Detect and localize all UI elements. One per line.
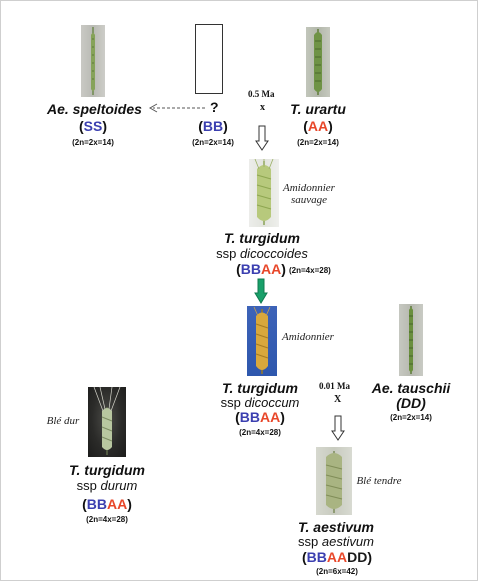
genome-paren: ): [223, 118, 228, 134]
genome-paren: ): [280, 409, 285, 425]
hollow-arrow-down-1: [255, 125, 269, 151]
speltoides-name: Ae. speltoides: [47, 101, 142, 117]
dicoccum-ploidy: (2n=4x=28): [239, 428, 281, 437]
dicoccum-ssp-word: ssp: [220, 395, 241, 410]
unknown-donor-placeholder-box: [195, 24, 223, 94]
durum-genome: (BBAA): [79, 497, 135, 512]
dicoccoides-ssp-name: dicoccoides: [239, 246, 308, 261]
speltoides-ear-photo: [81, 25, 105, 97]
genome-letters-B: BB: [306, 549, 327, 565]
hollow-arrow-down-2: [331, 415, 345, 441]
durum-ssp-name: durum: [100, 478, 138, 493]
unknown-ploidy: (2n=2x=14): [192, 138, 234, 147]
genome-paren: ): [367, 549, 373, 565]
genome-letters-B: BB: [202, 118, 224, 134]
speltoides-genome: (SS): [73, 119, 113, 134]
genome-letters-S: SS: [83, 118, 103, 134]
dicoccum-ssp: ssp dicoccum: [209, 396, 311, 410]
genome-letters-A: AA: [261, 261, 282, 277]
aestivum-ear-photo: [316, 447, 352, 515]
dicoccoides-name: T. turgidum: [224, 230, 300, 246]
aestivum-name: T. aestivum: [298, 519, 374, 535]
genome-paren: (: [235, 409, 240, 425]
cross2-age: 0.01 Ma: [319, 381, 350, 391]
genome-letters-A: AA: [260, 409, 281, 425]
cross2-symbol: X: [334, 394, 342, 405]
durum-ear-photo: [88, 387, 126, 457]
dicoccoides-ssp: ssp dicoccoides: [211, 247, 313, 261]
dicoccoides-ear-photo: [249, 159, 279, 227]
genome-letters-B: BB: [240, 261, 261, 277]
aestivum-ssp: ssp aestivum: [285, 535, 387, 549]
cross1-symbol: x: [260, 102, 265, 113]
tauschii-ploidy: (2n=2x=14): [390, 413, 432, 422]
genome-letters-B: BB: [86, 496, 107, 512]
genome-letters-A: AA: [307, 118, 329, 134]
durum-name: T. turgidum: [69, 462, 145, 478]
genome-paren: (: [236, 261, 241, 277]
aestivum-genome: (BBAADD): [299, 550, 375, 565]
genome-paren: ): [281, 261, 286, 277]
genome-paren: (: [303, 118, 308, 134]
unknown-genome: (BB): [193, 119, 233, 134]
green-arrow-down: [254, 278, 268, 304]
dicoccum-name: T. turgidum: [222, 380, 298, 396]
speltoides-ploidy: (2n=2x=14): [72, 138, 114, 147]
tauschii-ear-photo: [399, 304, 423, 376]
urartu-ear-photo: [306, 27, 330, 97]
genome-letters-B: BB: [239, 409, 260, 425]
dicoccoides-genome: (BBAA): [233, 262, 289, 277]
dicoccum-note: Amidonnier: [282, 331, 334, 343]
genome-paren: ): [102, 118, 108, 134]
urartu-ploidy: (2n=2x=14): [297, 138, 339, 147]
genome-paren: (: [78, 118, 84, 134]
genome-letters-A: AA: [326, 549, 348, 565]
dicoccum-ear-photo: [247, 306, 277, 376]
genome-paren: (: [82, 496, 87, 512]
tauschii-genome: (DD): [396, 395, 426, 411]
dashed-arrow-to-speltoides: [148, 103, 205, 113]
dicoccoides-note: Amidonnier sauvage: [283, 182, 335, 206]
genome-letters-D: DD: [347, 549, 368, 565]
durum-ploidy: (2n=4x=28): [86, 515, 128, 524]
cross1-age: 0.5 Ma: [248, 89, 275, 99]
durum-ssp-word: ssp: [76, 478, 97, 493]
durum-ssp: ssp durum: [57, 479, 157, 493]
genome-letters-A: AA: [107, 496, 128, 512]
aestivum-note: Blé tendre: [356, 475, 402, 487]
genome-paren: (: [198, 118, 203, 134]
dicoccoides-ploidy: (2n=4x=28): [289, 266, 331, 275]
genome-paren: ): [127, 496, 132, 512]
urartu-genome: (AA): [298, 119, 338, 134]
durum-note: Blé dur: [46, 415, 80, 427]
aestivum-ssp-name: aestivum: [321, 534, 374, 549]
dicoccoides-ssp-word: ssp: [216, 246, 237, 261]
dicoccum-ssp-name: dicoccum: [244, 395, 300, 410]
unknown-donor-label: ?: [210, 99, 219, 115]
aestivum-ploidy: (2n=6x=42): [316, 567, 358, 576]
tauschii-name: Ae. tauschii: [371, 380, 451, 396]
genome-paren: (: [301, 549, 307, 565]
urartu-name: T. urartu: [290, 101, 346, 117]
genome-paren: ): [328, 118, 333, 134]
aestivum-ssp-word: ssp: [298, 534, 319, 549]
dicoccum-genome: (BBAA): [232, 410, 288, 425]
